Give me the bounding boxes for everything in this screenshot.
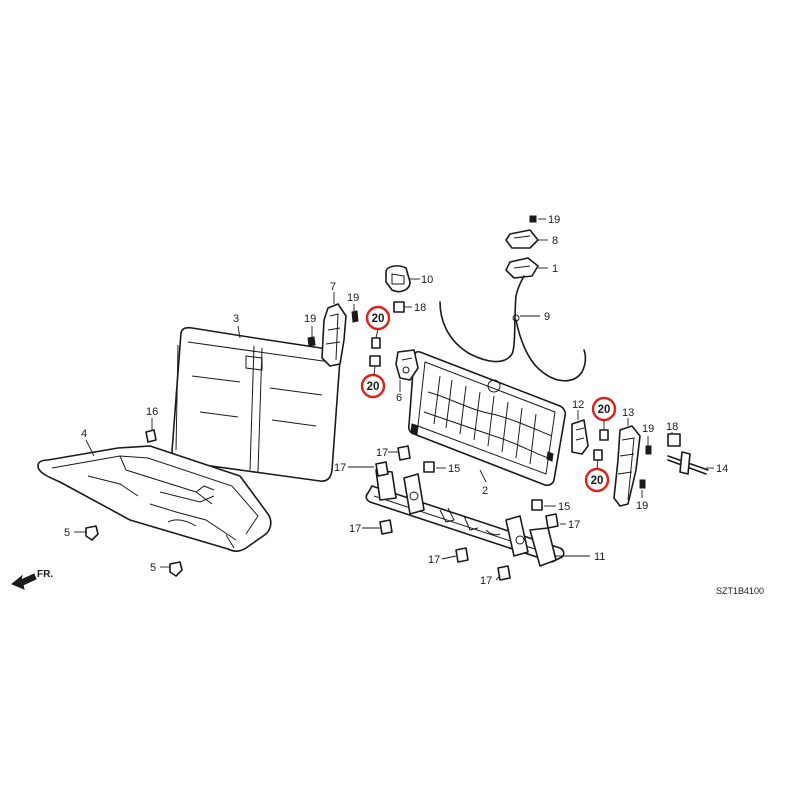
front-direction-arrow: FR. (11, 569, 53, 590)
bolt-16 (145, 429, 157, 443)
highlight-ring-20b (360, 373, 386, 399)
screw-19b (351, 310, 359, 323)
diagram-code: SZT1B4100 (716, 586, 764, 596)
callout-6: 6 (396, 392, 402, 404)
callout-9: 9 (544, 311, 550, 323)
direction-label: FR. (37, 569, 53, 580)
callout-14: 14 (716, 463, 728, 475)
callout-1: 1 (552, 263, 558, 275)
part-9-release-cable (439, 275, 587, 382)
callout-15b: 15 (558, 501, 570, 513)
callout-16: 16 (146, 406, 158, 418)
leader-lines (74, 218, 714, 581)
callout-5b: 5 (150, 562, 156, 574)
callout-3: 3 (233, 313, 239, 325)
callout-19e: 19 (636, 500, 648, 512)
callout-12: 12 (572, 399, 584, 411)
bolt-15b (531, 499, 543, 511)
callout-10: 10 (421, 274, 433, 286)
bolt-18a (393, 301, 405, 313)
callout-18b: 18 (666, 421, 678, 433)
callout-20a: 20 (372, 313, 385, 325)
clip-5a (85, 525, 99, 541)
callout-7: 7 (330, 281, 336, 293)
callout-5a: 5 (64, 527, 70, 539)
callout-18a: 18 (414, 302, 426, 314)
part-8-release-cap (505, 229, 539, 249)
bolt-20b (369, 355, 381, 367)
bolt-17c (379, 519, 393, 535)
part-1-release-knob (505, 257, 539, 279)
bolt-20a (371, 337, 381, 349)
callout-19d: 19 (642, 423, 654, 435)
callout-17f: 17 (568, 519, 580, 531)
callout-19c: 19 (548, 214, 560, 226)
part-7-left-bracket (321, 303, 347, 367)
callout-labels: 1 2 3 4 5 5 6 7 8 9 10 11 12 13 14 15 15… (64, 214, 728, 587)
part-4-seat-cushion (37, 445, 272, 552)
callout-17c: 17 (349, 523, 361, 535)
callout-8: 8 (552, 235, 558, 247)
callout-17b: 17 (376, 447, 388, 459)
screw-19d (645, 445, 652, 455)
callout-17a: 17 (334, 462, 346, 474)
screw-19c (529, 215, 537, 223)
callout-20c: 20 (598, 404, 611, 416)
screw-19a (307, 336, 316, 347)
callout-19b: 19 (347, 292, 359, 304)
part-3-seat-back-cushion (171, 326, 342, 482)
bolt-18b (667, 433, 681, 447)
part-12-right-latch (571, 419, 589, 455)
bolt-15a (423, 461, 435, 473)
bolt-17f (545, 513, 559, 529)
part-10-cover (385, 265, 411, 293)
callout-2: 2 (482, 485, 488, 497)
callout-20b: 20 (367, 381, 380, 393)
fasteners (85, 215, 681, 581)
part-11-hinge-rail (365, 469, 565, 567)
callout-19a: 19 (304, 313, 316, 325)
bolt-20d (593, 449, 603, 461)
callout-17e: 17 (480, 575, 492, 587)
clip-5b (169, 561, 183, 577)
callout-13: 13 (622, 407, 634, 419)
bolt-17d (455, 547, 469, 563)
callout-15a: 15 (448, 463, 460, 475)
part-13-right-bracket (613, 425, 641, 507)
callout-4: 4 (81, 428, 87, 440)
callout-20d: 20 (591, 475, 604, 487)
callout-11: 11 (594, 551, 605, 563)
bolt-20c (599, 429, 609, 441)
screw-19e (639, 479, 646, 489)
bolt-17a (375, 461, 389, 477)
bolt-17b (397, 445, 411, 461)
bolt-17e (497, 565, 511, 581)
part-14-striker (667, 451, 709, 475)
highlighted-callouts: 20 20 20 20 (360, 305, 617, 493)
callout-17d: 17 (428, 554, 440, 566)
part-6-latch (395, 349, 419, 381)
part-2-seat-back-frame (407, 350, 567, 487)
